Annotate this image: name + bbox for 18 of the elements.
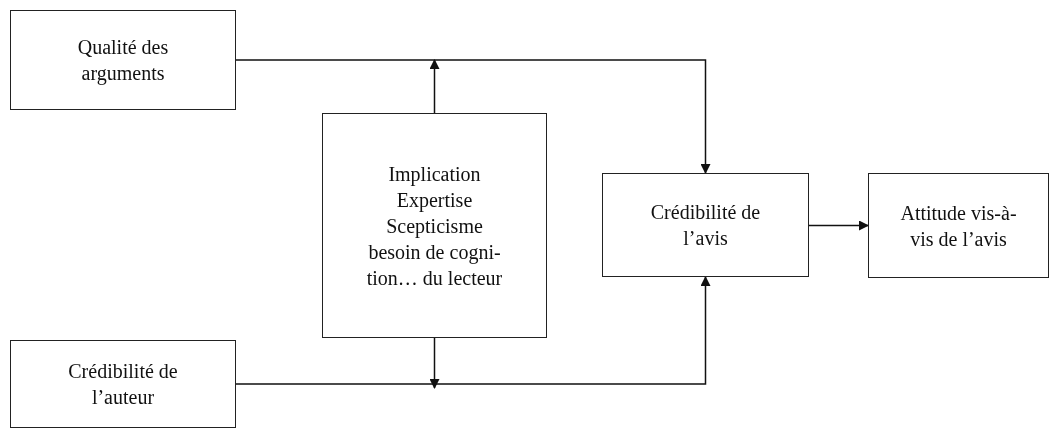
arrow [808, 220, 869, 231]
arrow [429, 59, 440, 114]
process-box [10, 340, 236, 428]
box-label: Scepticisme [386, 213, 483, 239]
arrow [429, 337, 440, 389]
process-box [868, 173, 1049, 278]
arrow [235, 59, 711, 174]
box-label: Attitude vis-à-vis de l’avis [899, 200, 1018, 252]
process-box [602, 173, 809, 277]
box-label: besoin de cogni- tion… du lecteur [365, 239, 504, 291]
box-label: Crédibilité de l’auteur [67, 359, 179, 410]
process-box [322, 113, 547, 338]
box-label: Crédibilité de l’avis [649, 200, 762, 251]
process-box [10, 10, 236, 110]
box-label: Qualité des arguments [76, 35, 170, 86]
arrow [235, 276, 711, 385]
box-label: Implication [388, 161, 481, 187]
box-label: Expertise [396, 187, 473, 213]
